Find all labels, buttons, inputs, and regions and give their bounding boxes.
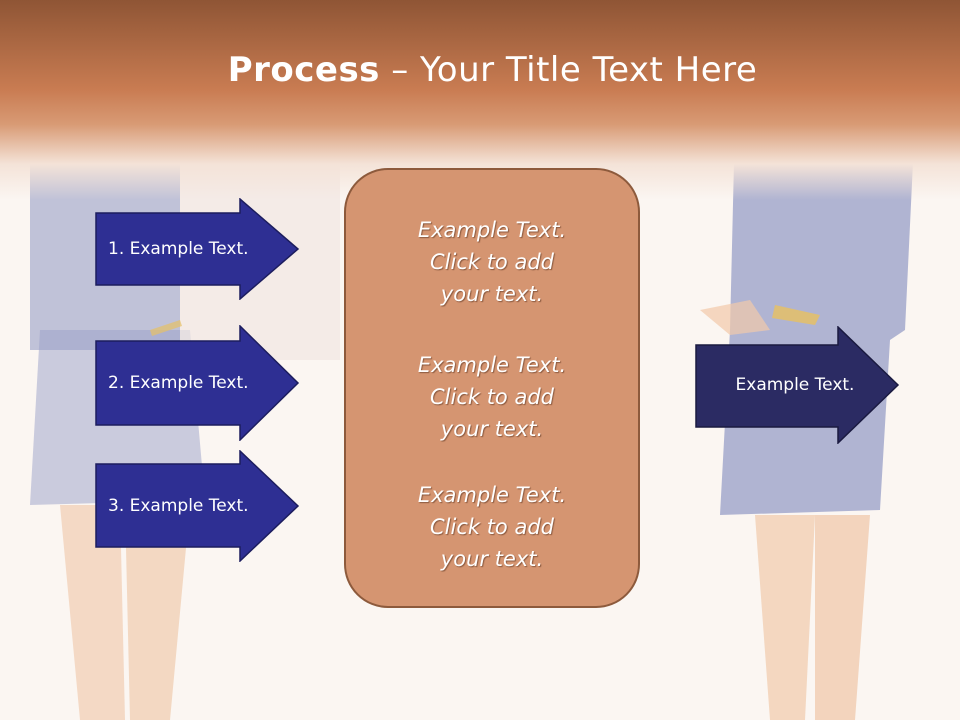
- left-arrow-1[interactable]: 1. Example Text.: [95, 198, 300, 300]
- center-text-box[interactable]: Example Text. Click to add your text. Ex…: [344, 168, 640, 608]
- left-arrow-2[interactable]: 2. Example Text.: [95, 325, 300, 441]
- left-arrow-1-label: 1. Example Text.: [108, 239, 249, 259]
- right-arrow[interactable]: Example Text.: [695, 326, 900, 444]
- center-paragraph-3[interactable]: Example Text. Click to add your text.: [417, 483, 567, 571]
- center-paragraph-1[interactable]: Example Text. Click to add your text.: [417, 218, 567, 306]
- left-arrow-2-label: 2. Example Text.: [108, 373, 249, 393]
- right-arrow-label: Example Text.: [735, 375, 855, 395]
- title-bold: Process: [227, 50, 380, 90]
- left-arrow-3-label: 3. Example Text.: [108, 496, 249, 516]
- center-paragraph-2[interactable]: Example Text. Click to add your text.: [417, 353, 567, 441]
- header-band: [0, 0, 960, 200]
- slide-title: Process – Your Title Text Here: [0, 50, 960, 90]
- title-rest: – Your Title Text Here: [379, 50, 758, 90]
- left-arrow-3[interactable]: 3. Example Text.: [95, 450, 300, 562]
